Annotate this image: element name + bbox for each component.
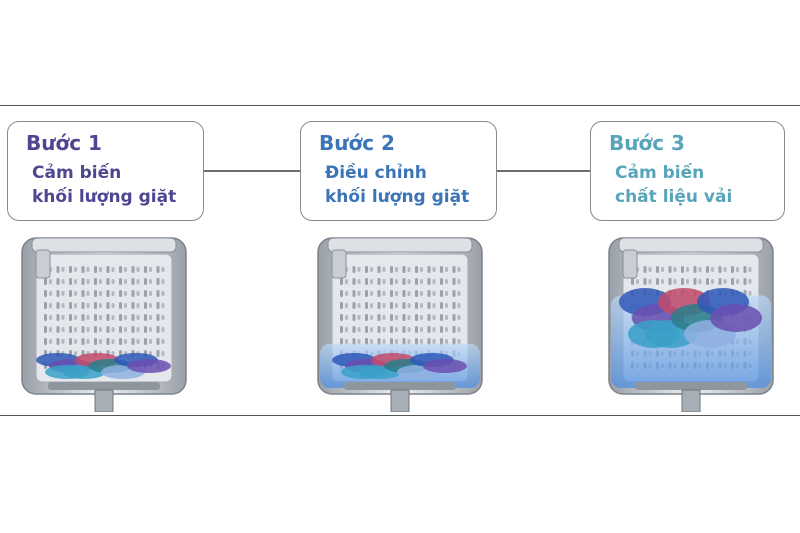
washer-drum-step-3 bbox=[608, 237, 774, 412]
step-2-box: Bước 2 Điều chỉnh khối lượng giặt bbox=[300, 121, 497, 221]
step-2-desc-line1: Điều chỉnh bbox=[325, 163, 427, 183]
connector-step1-step2 bbox=[204, 170, 300, 172]
drive-shaft bbox=[390, 389, 410, 412]
step-3-description: Cảm biến chất liệu vải bbox=[609, 161, 770, 209]
step-3-box: Bước 3 Cảm biến chất liệu vải bbox=[590, 121, 785, 221]
drum-base bbox=[344, 382, 456, 390]
step-2-desc-line2: khối lượng giặt bbox=[325, 187, 470, 207]
step-1-description: Cảm biến khối lượng giặt bbox=[26, 161, 189, 209]
top-divider bbox=[0, 105, 800, 106]
step-1-desc-line2: khối lượng giặt bbox=[32, 187, 177, 207]
drive-shaft bbox=[681, 389, 701, 412]
step-1-box: Bước 1 Cảm biến khối lượng giặt bbox=[7, 121, 204, 221]
step-3-desc-line2: chất liệu vải bbox=[615, 187, 733, 207]
step-2-title: Bước 2 bbox=[319, 131, 395, 155]
drum-rim bbox=[31, 237, 177, 253]
drum-base bbox=[48, 382, 160, 390]
laundry-pile bbox=[36, 353, 171, 379]
drum-side-panel bbox=[331, 249, 347, 279]
step-3-title: Bước 3 bbox=[609, 131, 685, 155]
drum-rim bbox=[618, 237, 764, 253]
drum-base bbox=[635, 382, 747, 390]
drum-side-panel bbox=[35, 249, 51, 279]
washer-drum-step-1 bbox=[21, 237, 187, 412]
step-1-title: Bước 1 bbox=[26, 131, 102, 155]
bottom-divider bbox=[0, 415, 800, 416]
laundry-pile bbox=[619, 288, 762, 348]
step-1-desc-line1: Cảm biến bbox=[32, 163, 122, 183]
step-2-description: Điều chỉnh khối lượng giặt bbox=[319, 161, 482, 209]
drum-side-panel bbox=[622, 249, 638, 279]
connector-step2-step3 bbox=[497, 170, 590, 172]
drum-rim bbox=[327, 237, 473, 253]
laundry-pile bbox=[332, 353, 467, 379]
step-3-desc-line1: Cảm biến bbox=[615, 163, 705, 183]
washer-drum-step-2 bbox=[317, 237, 483, 412]
drive-shaft bbox=[94, 389, 114, 412]
